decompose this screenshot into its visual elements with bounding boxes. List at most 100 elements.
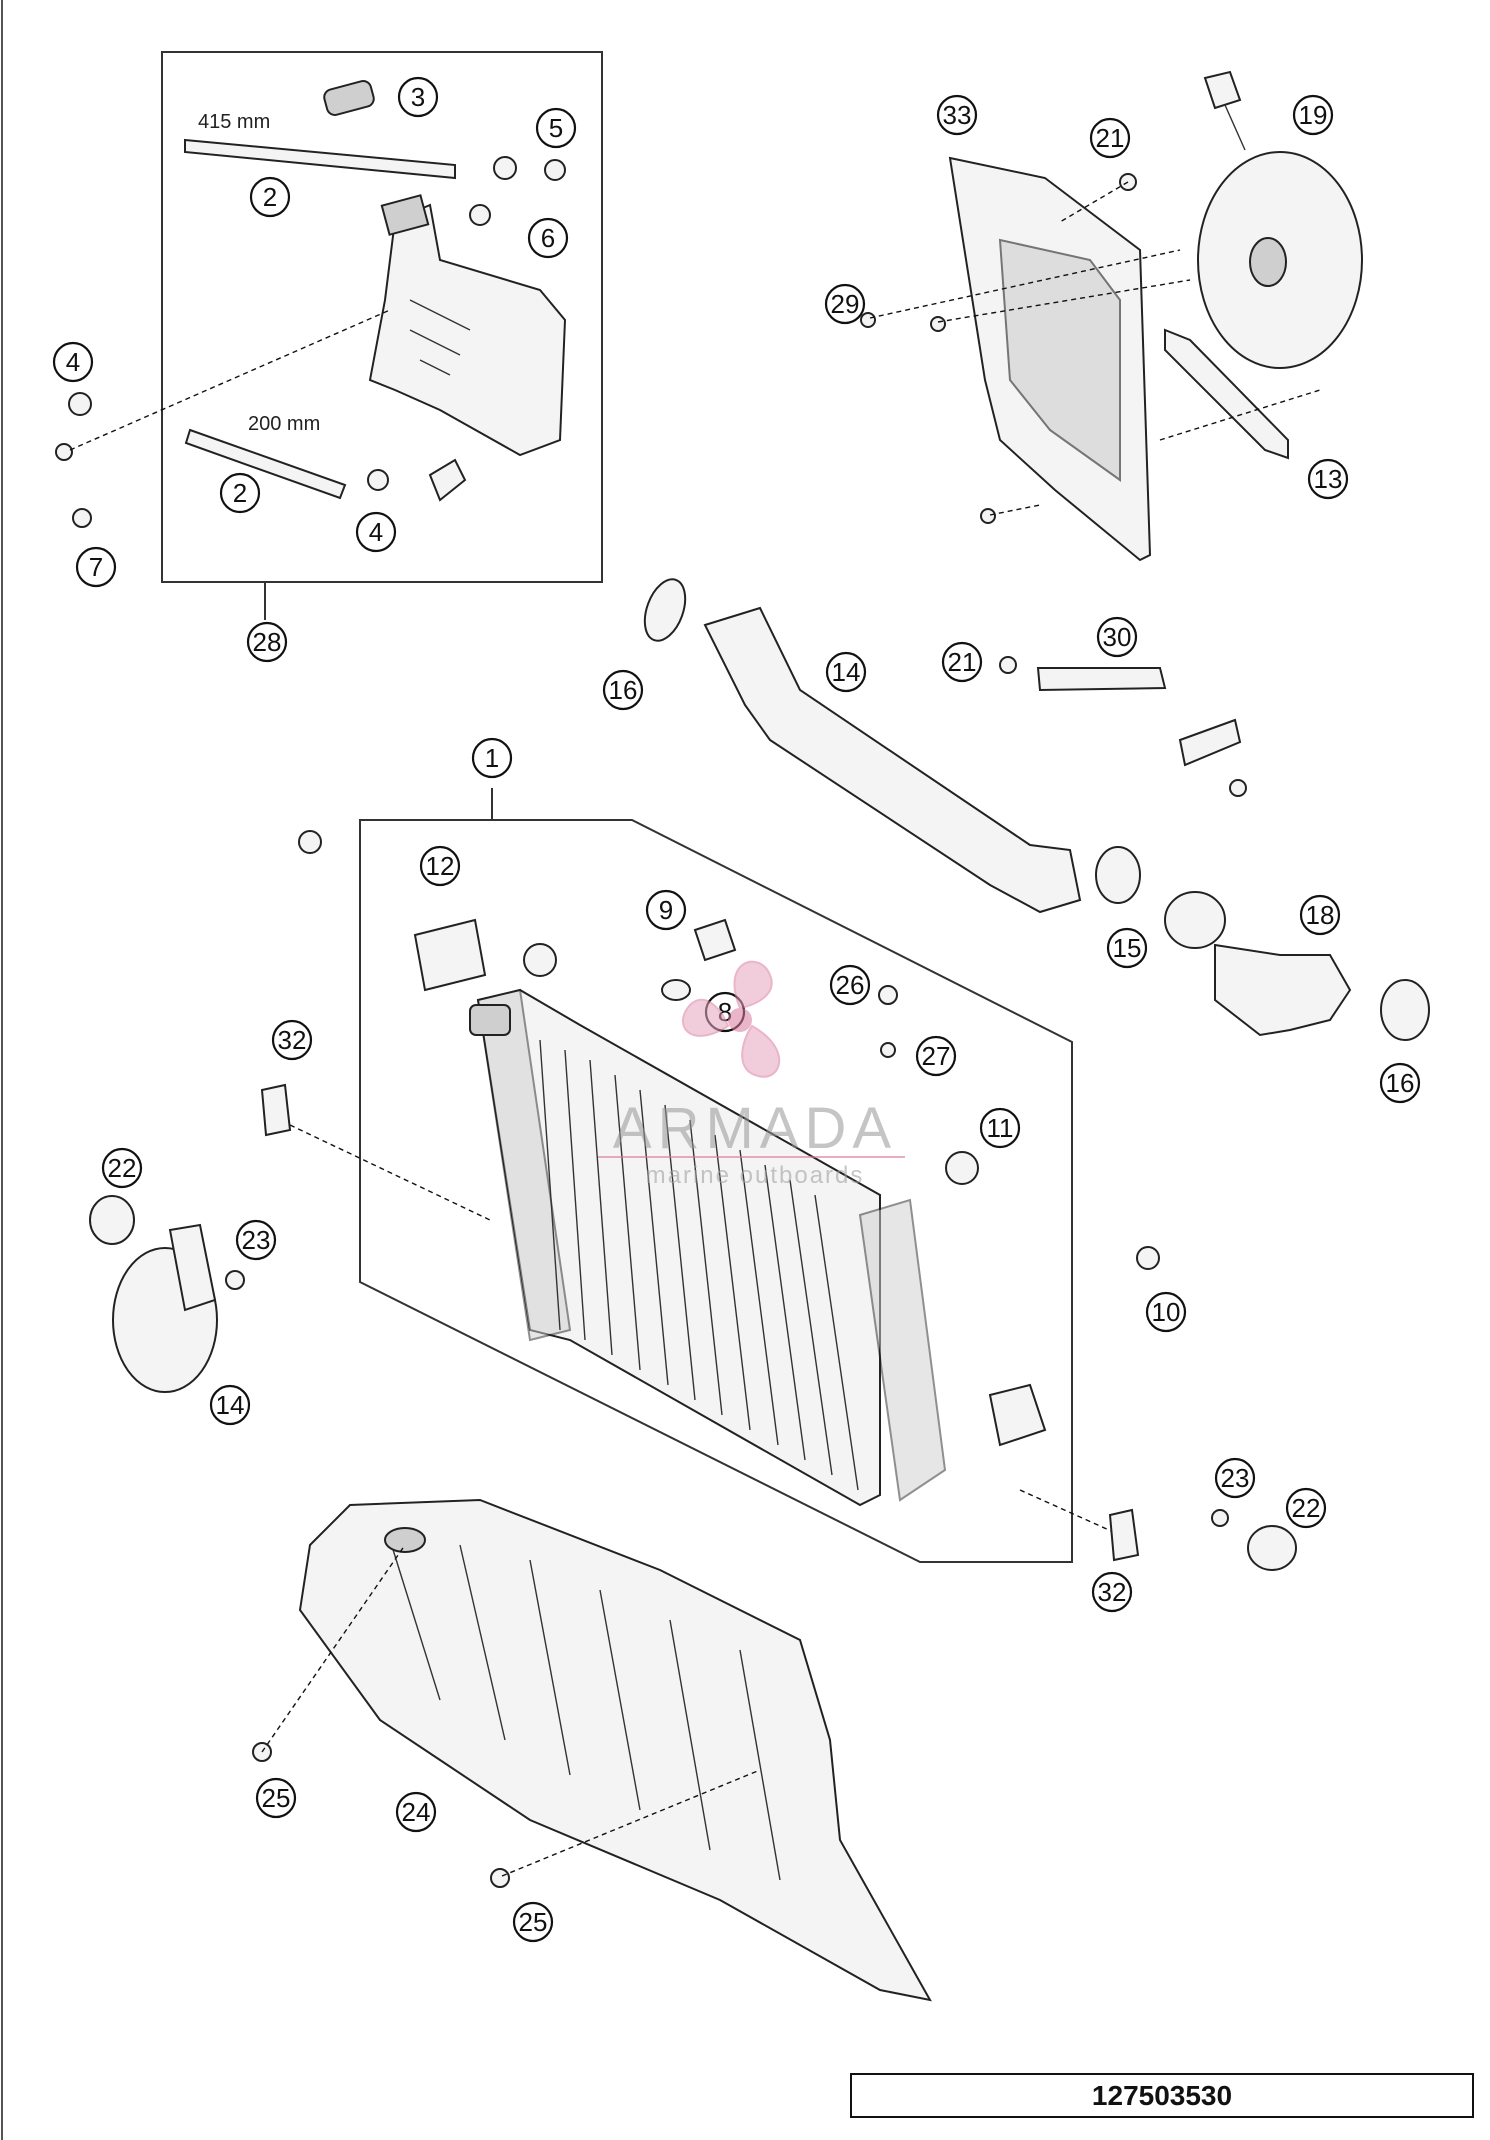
- svg-text:27: 27: [922, 1041, 951, 1071]
- svg-text:24: 24: [402, 1797, 431, 1827]
- nut-26: [878, 985, 898, 1005]
- svg-text:2: 2: [263, 182, 277, 212]
- svg-text:7: 7: [89, 552, 103, 582]
- svg-text:14: 14: [216, 1390, 245, 1420]
- svg-text:32: 32: [1098, 1577, 1127, 1607]
- svg-text:4: 4: [369, 517, 383, 547]
- guard-mount-hole: [384, 1527, 426, 1553]
- radiator-side-tank-right: [858, 1198, 947, 1502]
- callout-5: 5: [535, 107, 577, 149]
- svg-text:18: 18: [1306, 900, 1335, 930]
- svg-text:9: 9: [659, 895, 673, 925]
- hose-clamp-15: [1095, 846, 1141, 904]
- callout-30: 30: [1096, 616, 1138, 658]
- svg-text:12: 12: [426, 851, 455, 881]
- callout-4: 4: [355, 511, 397, 553]
- callout-23: 23: [1214, 1457, 1256, 1499]
- hose-clamp: [367, 469, 389, 491]
- rubber-buffer-22: [89, 1195, 135, 1245]
- svg-text:33: 33: [943, 100, 972, 130]
- hose-connector-18: [1214, 943, 1352, 1037]
- radiator-cap-12: [413, 918, 487, 992]
- armada-propeller-logo: [681, 960, 781, 1078]
- svg-text:25: 25: [519, 1907, 548, 1937]
- callout-6: 6: [527, 217, 569, 259]
- cooling-fan-hub: [1249, 237, 1287, 287]
- callout-25: 25: [255, 1777, 297, 1819]
- guard-vents: [389, 1539, 781, 1881]
- svg-text:21: 21: [1096, 123, 1125, 153]
- callout-24: 24: [395, 1791, 437, 1833]
- hose-clamp-16: [643, 578, 687, 642]
- svg-text:14: 14: [832, 657, 861, 687]
- callout-25: 25: [512, 1901, 554, 1943]
- callout-32: 32: [271, 1019, 313, 1061]
- screw-part-21b: [999, 656, 1017, 674]
- callout-7: 7: [75, 546, 117, 588]
- dimension-hose-long: 415 mm: [198, 111, 270, 133]
- callout-23: 23: [235, 1219, 277, 1261]
- screw-part: [980, 508, 996, 524]
- grommet-part-6: [469, 204, 491, 226]
- watermark-tagline: marine outboards: [645, 1162, 865, 1189]
- svg-text:30: 30: [1103, 622, 1132, 652]
- callout-4: 4: [52, 341, 94, 383]
- callout-11: 11: [979, 1107, 1021, 1149]
- hose-clamp-16b: [1380, 979, 1430, 1041]
- callout-15: 15: [1106, 927, 1148, 969]
- clip-part-5: [544, 159, 566, 181]
- callout-12: 12: [419, 845, 461, 887]
- svg-text:28: 28: [253, 627, 282, 657]
- mounting-tab: [1178, 718, 1242, 767]
- callout-19: 19: [1292, 94, 1334, 136]
- radiator-outlet: [988, 1383, 1047, 1447]
- callout-21: 21: [1089, 117, 1131, 159]
- document-number: 127503530: [850, 2073, 1474, 2118]
- svg-text:4: 4: [66, 347, 80, 377]
- clamp-part-3: [323, 80, 375, 116]
- thermo-switch-9: [693, 918, 737, 962]
- svg-text:16: 16: [1386, 1068, 1415, 1098]
- callout-16: 16: [602, 669, 644, 711]
- callout-22: 22: [1285, 1487, 1327, 1529]
- callout-33: 33: [936, 94, 978, 136]
- radiator-side-tank-left: [476, 988, 572, 1342]
- svg-text:32: 32: [278, 1025, 307, 1055]
- hose-short: [184, 428, 347, 500]
- screw-part: [930, 316, 946, 332]
- hose-clamp-15b: [1164, 891, 1226, 949]
- screw-part-10: [1136, 1246, 1160, 1270]
- radiator-assembly-frame: [359, 819, 1073, 1563]
- callout-18: 18: [1299, 894, 1341, 936]
- dimension-hose-short: 200 mm: [248, 413, 320, 435]
- svg-text:10: 10: [1152, 1297, 1181, 1327]
- callout-2: 2: [219, 472, 261, 514]
- svg-text:21: 21: [948, 647, 977, 677]
- grommet-11: [945, 1151, 979, 1185]
- watermark-brand: ARMADA: [612, 1096, 898, 1161]
- callout-21: 21: [941, 641, 983, 683]
- callout-22: 22: [101, 1147, 143, 1189]
- screw-part-29: [860, 312, 876, 328]
- hose-elbow: [428, 458, 467, 502]
- callout-14: 14: [209, 1384, 251, 1426]
- callout-16: 16: [1379, 1062, 1421, 1104]
- callout-32: 32: [1091, 1571, 1133, 1613]
- mount-bracket: [168, 1223, 217, 1312]
- callout-28: 28: [246, 621, 288, 663]
- callout-29: 29: [824, 283, 866, 325]
- expansion-tank-kit-frame: [161, 51, 603, 583]
- callout-10: 10: [1145, 1291, 1187, 1333]
- expansion-tank-cap: [380, 194, 430, 236]
- svg-text:3: 3: [411, 82, 425, 112]
- svg-text:29: 29: [831, 289, 860, 319]
- svg-text:16: 16: [609, 675, 638, 705]
- callout-26: 26: [829, 964, 871, 1006]
- fan-bracket: [1164, 328, 1289, 460]
- clamp-part-4: [68, 392, 92, 416]
- washer-27: [880, 1042, 896, 1058]
- clip-32b: [1108, 1508, 1140, 1562]
- svg-text:25: 25: [262, 1783, 291, 1813]
- svg-text:13: 13: [1314, 464, 1343, 494]
- clip-32: [260, 1083, 292, 1137]
